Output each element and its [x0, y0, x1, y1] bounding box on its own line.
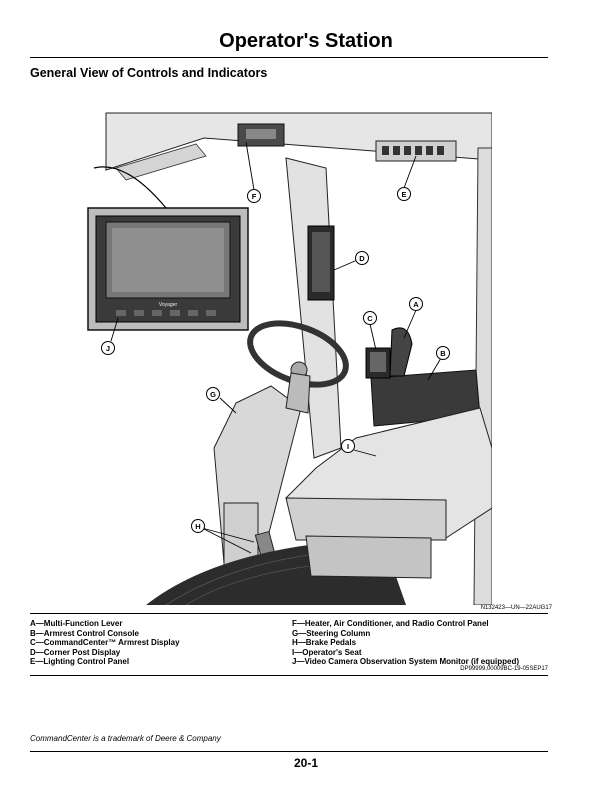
- legend-right-column: F—Heater, Air Conditioner, and Radio Con…: [292, 619, 552, 667]
- callout-h: H: [195, 522, 200, 531]
- legend-top-rule: [30, 613, 548, 614]
- section-heading: General View of Controls and Indicators: [30, 66, 268, 80]
- monitor-brand-label: Voyager: [159, 302, 178, 308]
- callout-d: D: [359, 254, 365, 263]
- document-code: DP99999,00009BC-19-05SEP17: [460, 666, 548, 672]
- legend-item-a: A—Multi-Function Lever: [30, 619, 123, 628]
- callout-i: I: [347, 442, 349, 451]
- figure-id: N132423—UN—22AUG17: [480, 605, 552, 611]
- callout-j: J: [106, 344, 110, 353]
- callout-g: G: [210, 390, 216, 399]
- operator-station-illustration: Voyager F E D A C B G I: [86, 108, 492, 605]
- title-rule: [30, 57, 548, 58]
- legend-item-b: B—Armrest Control Console: [30, 628, 139, 638]
- legend-item-e: E—Lighting Control Panel: [30, 657, 130, 667]
- callout-e: E: [401, 190, 406, 199]
- legend-bottom-rule: [30, 675, 548, 676]
- callout-a: A: [413, 300, 419, 309]
- callout-c: C: [367, 314, 373, 323]
- trademark-note: CommandCenter is a trademark of Deere & …: [30, 734, 221, 743]
- legend-item-d: D—Corner Post Display: [30, 647, 121, 657]
- page-number: 20-1: [293, 756, 319, 770]
- callout-b: B: [440, 349, 446, 358]
- callout-f: F: [252, 192, 257, 201]
- legend-item-h: H—Brake Pedals: [292, 638, 357, 648]
- legend-item-i: I—Operator's Seat: [292, 647, 362, 657]
- legend-item-c: C—CommandCenter™ Armrest Display: [30, 638, 180, 648]
- legend-item-j: J—Video Camera Observation System Monito…: [292, 657, 520, 667]
- footer-rule: [30, 751, 548, 752]
- legend-left-column: A—Multi-Function Lever B—Armrest Control…: [30, 619, 280, 667]
- legend-item-g: G—Steering Column: [292, 628, 371, 638]
- page-title: Operator's Station: [219, 30, 393, 52]
- legend-item-f: F—Heater, Air Conditioner, and Radio Con…: [292, 619, 489, 628]
